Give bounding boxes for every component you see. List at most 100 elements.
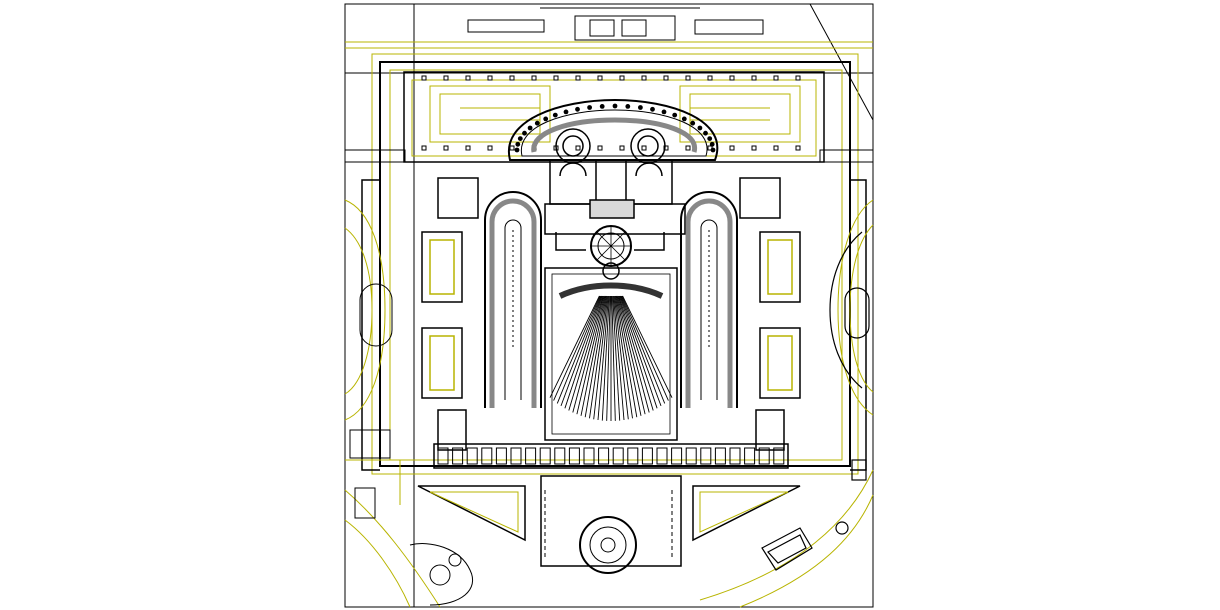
colonnade-bay [554,447,566,465]
colonnade-bay [583,447,595,465]
terrace-piers [421,75,801,151]
west-side-courts [421,177,479,451]
colonnade-bay [525,447,537,465]
west-hillside-district [344,199,441,608]
south-approach-plaza [417,475,801,574]
crescent-column [522,130,527,136]
colonnade-bay [685,447,697,465]
fan-ray [621,295,669,401]
colonnade-bay [729,447,741,465]
fan-rays [549,295,673,421]
crescent-column [517,136,523,142]
crescent-column [515,141,521,147]
east-crescent-buildings [761,231,870,571]
terrace-pier [795,145,801,151]
fan-ray [615,295,638,418]
east-crescent-district [699,199,874,608]
colonnade-bay [495,447,507,465]
crescent-column [707,136,713,142]
terrace-pier [751,145,757,151]
colonnade-bay [452,447,464,465]
terrace-pier [663,145,669,151]
crescent-column [661,109,667,115]
colonnade-bay [539,447,551,465]
terrace-pier [663,75,669,81]
fan-ray [620,295,666,404]
crescent-column [650,106,655,112]
fan-ray [612,295,621,421]
colonnade-bay [568,447,580,465]
fan-ray [572,295,605,413]
colonnade-bay [656,447,668,465]
crescent-column [587,105,592,110]
terrace-pier [421,145,427,151]
terrace-pier [751,75,757,81]
fan-shaped-forecourt [544,267,678,441]
terrace-pier [729,145,735,151]
terrace-pier [509,145,515,151]
terrace-pier [465,145,471,151]
terrace-pier [597,75,603,81]
fan-ray [611,295,616,421]
fan-ray [617,295,646,415]
terrace-pier [619,75,625,81]
crescent-column [697,125,703,131]
crescent-column [543,116,549,122]
terrace-pier [443,75,449,81]
crescent-column [552,112,558,118]
west-hillside-buildings [349,283,473,606]
crescent-column [534,120,540,126]
fan-ray [617,295,650,413]
fan-ray [619,295,658,409]
fan-ray [556,295,602,404]
terrace-pier [641,75,647,81]
fan-ray [580,295,606,416]
domed-church-pair [544,128,686,251]
east-long-basin [680,191,738,408]
colonnade-bay [758,447,770,465]
crescent-column [527,125,533,131]
fan-ray [549,295,600,398]
crescent-column [690,120,696,126]
south-colonnade-row [433,443,789,469]
fan-ray [606,295,611,421]
colonnade-bay [700,447,712,465]
fan-ray [618,295,654,411]
fan-ray [568,295,604,411]
colonnade-bay [612,447,624,465]
south-colonnade-bays [437,447,785,465]
fan-ray [553,295,601,401]
crescent-column [681,116,687,122]
fan-ray [597,295,609,421]
terrace-pier [465,75,471,81]
terrace-pier [575,75,581,81]
crescent-column [703,130,708,136]
crescent-column [638,105,643,110]
terrace-pier [619,145,625,151]
terrace-pier [685,145,691,151]
fan-ray [622,295,673,398]
fan-ray [576,295,605,415]
colonnade-bay [714,447,726,465]
colonnade-bay [773,447,785,465]
fan-ray [584,295,607,418]
fan-ray [613,295,629,420]
fan-ray [614,295,633,419]
terrace-pier [773,145,779,151]
north-gatehouse-strip [467,7,764,41]
fan-ray [613,295,625,421]
fan-ray [560,295,602,407]
colonnade-bay [641,447,653,465]
terrace-pier [707,75,713,81]
terrace-pier [487,145,493,151]
colonnade-bay [481,447,493,465]
terrace-pier [575,145,581,151]
crescent-column [514,147,520,153]
crescent-column [575,106,580,112]
colonnade-bay [744,447,756,465]
colonnade-bay [466,447,478,465]
terrace-pier [421,75,427,81]
terrace-pier [795,75,801,81]
crescent-column-ring [514,103,716,153]
